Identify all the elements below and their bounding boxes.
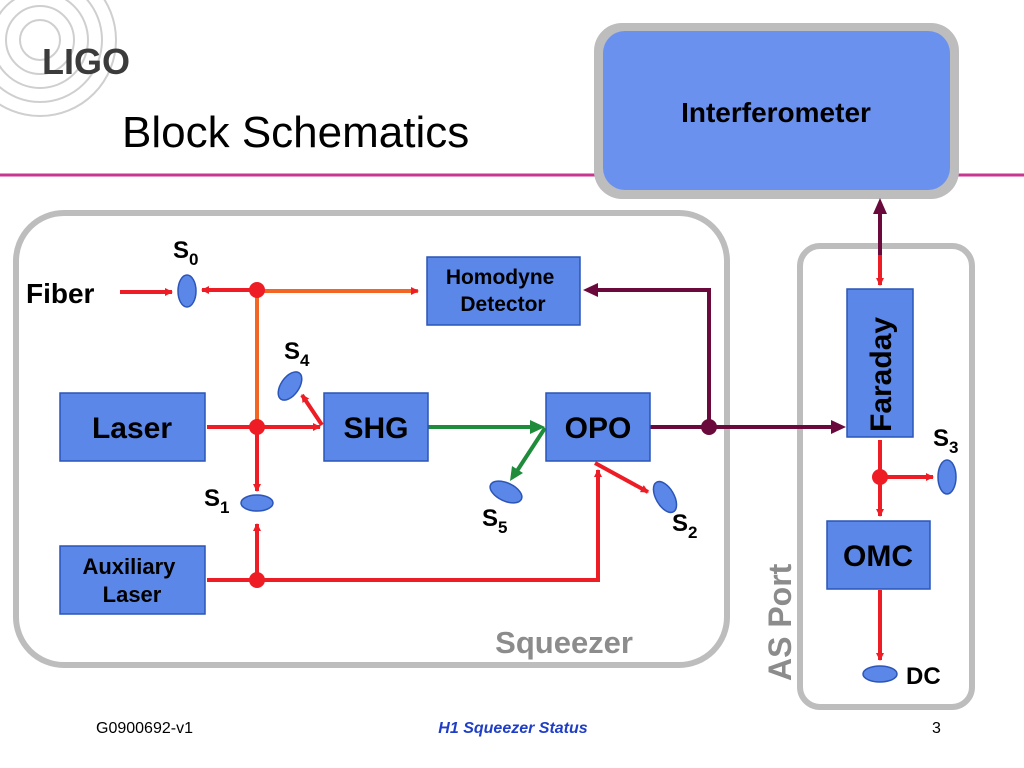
s4-label: S4 [284, 338, 310, 370]
faraday-label: Faraday [865, 317, 898, 432]
squeezer-enclosure [13, 210, 730, 668]
homodyne-label: Homodyne Detector [446, 266, 560, 316]
junction-dot [249, 419, 265, 435]
fiber-label: Fiber [26, 278, 95, 309]
s3-label: S3 [933, 425, 958, 457]
s0-label: S0 [173, 237, 198, 269]
dc-label: DC [906, 663, 941, 690]
sensor-s3 [937, 459, 957, 495]
s0-sub: 0 [189, 250, 198, 269]
beam-junctions [249, 282, 888, 588]
auxiliary-laser-label: Auxiliary Laser [82, 554, 181, 607]
s3-sub: 3 [949, 438, 958, 457]
opo-label: OPO [565, 412, 632, 445]
homodyne-label-line1: Homodyne [446, 266, 555, 289]
sensor-s4 [277, 371, 303, 401]
sensor-s1 [240, 494, 274, 512]
s5-label: S5 [482, 505, 507, 537]
s1-letter: S [204, 485, 220, 512]
beam-green [428, 420, 547, 481]
sensor-s5 [489, 480, 523, 504]
junction-dot [249, 572, 265, 588]
squeezer-label: Squeezer [495, 625, 633, 660]
s2-letter: S [672, 510, 688, 537]
homodyne-label-line2: Detector [460, 293, 545, 316]
beam-maroon [583, 198, 887, 434]
sensors [177, 274, 957, 683]
junction-dot [872, 469, 888, 485]
as-port-label: AS Port [762, 563, 798, 681]
beam-red [120, 255, 934, 661]
laser-label: Laser [92, 412, 172, 445]
footer-doc-id: G0900692-v1 [96, 720, 193, 737]
junction-dot [249, 282, 265, 298]
auxiliary-label-line1: Auxiliary [82, 554, 176, 579]
auxiliary-laser-block [59, 545, 206, 615]
omc-label: OMC [843, 540, 913, 573]
s1-sub: 1 [220, 498, 229, 517]
s3-letter: S [933, 425, 949, 452]
homodyne-detector-block [426, 256, 581, 326]
sensor-s2 [652, 480, 678, 514]
s2-label: S2 [672, 510, 697, 542]
footer-page-number: 3 [932, 720, 941, 737]
shg-label: SHG [343, 412, 408, 445]
s0-letter: S [173, 237, 189, 264]
auxiliary-label-line2: Laser [103, 582, 162, 607]
s4-sub: 4 [300, 351, 310, 370]
interferometer-block [603, 31, 950, 190]
opo-block [545, 392, 651, 462]
junction-dot [701, 419, 717, 435]
laser-block [59, 392, 206, 462]
faraday-block [846, 288, 914, 438]
s5-letter: S [482, 505, 498, 532]
interferometer-label: Interferometer [681, 97, 871, 128]
as-port-enclosure [797, 243, 975, 710]
sensor-dc [862, 665, 898, 683]
ligo-swirl-icon [0, 0, 117, 117]
sensor-s0 [177, 274, 197, 308]
slide-title: Block Schematics [122, 108, 469, 157]
footer-title: H1 Squeezer Status [438, 720, 587, 737]
s4-letter: S [284, 338, 300, 365]
s1-label: S1 [204, 485, 229, 517]
shg-block [323, 392, 429, 462]
s2-sub: 2 [688, 523, 697, 542]
ligo-logo: LIGO [42, 41, 130, 82]
s5-sub: 5 [498, 518, 507, 537]
omc-block [826, 520, 931, 590]
